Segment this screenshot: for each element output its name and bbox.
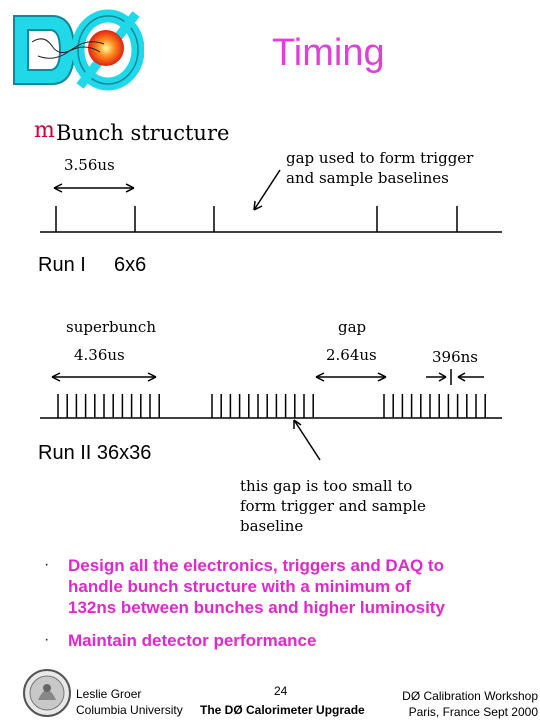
run1-gap-note: gap used to form trigger and sample base… xyxy=(286,149,474,187)
run1-spacing-arrowhead-right xyxy=(125,183,135,193)
run1-gap-pointer-head xyxy=(253,200,263,211)
heading-bullet-marker: m xyxy=(34,118,55,143)
gap-length-label: 2.64us xyxy=(326,346,377,364)
superbunch-arrowhead-right xyxy=(147,372,157,382)
small-gap-pointer-head xyxy=(293,419,302,429)
footer-event: DØ Calibration Workshop Paris, France Se… xyxy=(402,689,538,719)
spacing-arrowhead-left xyxy=(438,372,447,382)
bullet-text-2: Maintain detector performance xyxy=(68,631,317,650)
footer-talk-title: The DØ Calorimeter Upgrade xyxy=(200,703,365,717)
superbunch-length-label: 4.36us xyxy=(74,346,125,364)
run2-label: Run II 36x36 xyxy=(38,442,152,464)
run1-config-label: 6x6 xyxy=(114,254,147,276)
small-gap-pointer xyxy=(293,419,321,461)
small-gap-note: this gap is too small to form trigger an… xyxy=(240,477,426,535)
run1-label: Run I xyxy=(38,254,86,276)
spacing-arrowhead-right xyxy=(457,372,466,382)
bullet-marker-2: · xyxy=(44,631,50,648)
footer-author: Leslie Groer Columbia University xyxy=(76,687,183,717)
gap-arrowhead-right xyxy=(377,372,387,382)
run1-spacing-arrowhead-left xyxy=(53,183,63,193)
page-title: Timing xyxy=(272,32,385,74)
bullet-text-1: Design all the electronics, triggers and… xyxy=(68,556,445,617)
run2-spacing-label: 396ns xyxy=(432,348,478,366)
superbunch-arrowhead-left xyxy=(51,372,61,382)
run1-gap-pointer xyxy=(253,169,281,211)
university-seal xyxy=(23,669,71,717)
timing-diagram xyxy=(40,169,502,461)
superbunch-label: superbunch xyxy=(66,318,156,336)
run1-spacing-label: 3.56us xyxy=(64,156,115,174)
bunch-structure-heading: Bunch structure xyxy=(56,121,230,145)
footer-page-number: 24 xyxy=(274,684,288,698)
gap-arrowhead-left xyxy=(315,372,325,382)
bullet-marker-1: · xyxy=(44,556,50,573)
d0-logo xyxy=(13,9,144,91)
gap-label: gap xyxy=(338,318,367,336)
